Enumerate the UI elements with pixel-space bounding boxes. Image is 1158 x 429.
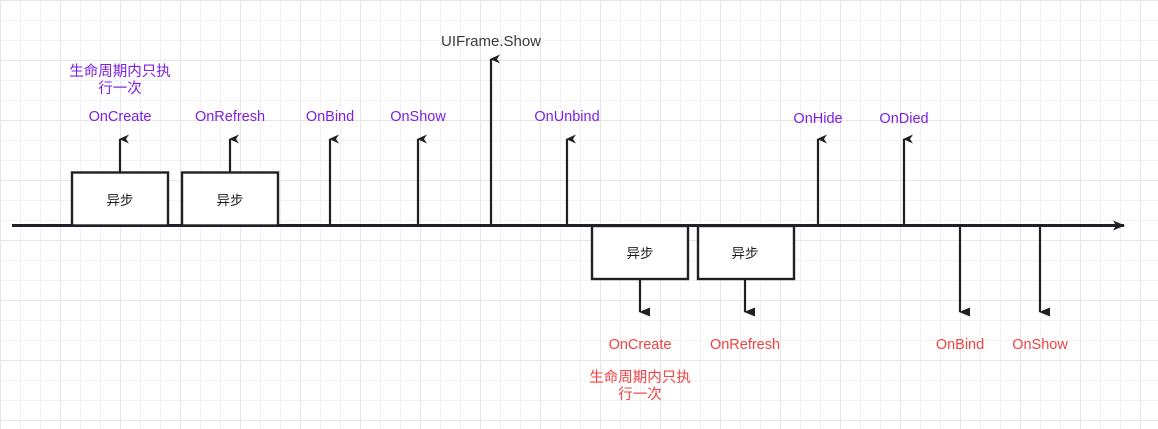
lifecycle-once-note-upper: 生命周期内只执 行一次	[69, 64, 171, 98]
note-line-1: 生命周期内只执	[589, 370, 691, 386]
event-label-onrefresh-lower: OnRefresh	[709, 337, 781, 353]
uiframe-show-label: UIFrame.Show	[440, 33, 542, 50]
event-label-oncreate-upper: OnCreate	[88, 109, 152, 125]
event-label-onhide-upper: OnHide	[793, 111, 843, 127]
event-label-onrefresh-upper: OnRefresh	[194, 109, 266, 125]
event-label-onunbind-upper: OnUnbind	[534, 109, 600, 125]
async-box-label: 异步	[731, 246, 759, 261]
event-label-onshow-upper: OnShow	[390, 109, 446, 125]
event-label-onbind-lower: OnBind	[935, 337, 985, 353]
event-label-onbind-upper: OnBind	[305, 109, 355, 125]
note-line-2: 行一次	[98, 81, 142, 98]
async-box-upper-2	[180, 171, 280, 227]
lifecycle-once-note-lower: 生命周期内只执 行一次	[589, 370, 691, 404]
event-label-ondied-upper: OnDied	[879, 111, 929, 127]
async-box-label: 异步	[216, 193, 244, 208]
event-label-onshow-lower: OnShow	[1012, 337, 1068, 353]
event-label-oncreate-lower: OnCreate	[608, 337, 672, 353]
async-box-label: 异步	[626, 246, 654, 261]
async-box-label: 异步	[106, 193, 134, 208]
note-line-2: 行一次	[618, 387, 662, 404]
note-line-1: 生命周期内只执	[69, 64, 171, 80]
async-box-upper-1	[70, 171, 170, 227]
